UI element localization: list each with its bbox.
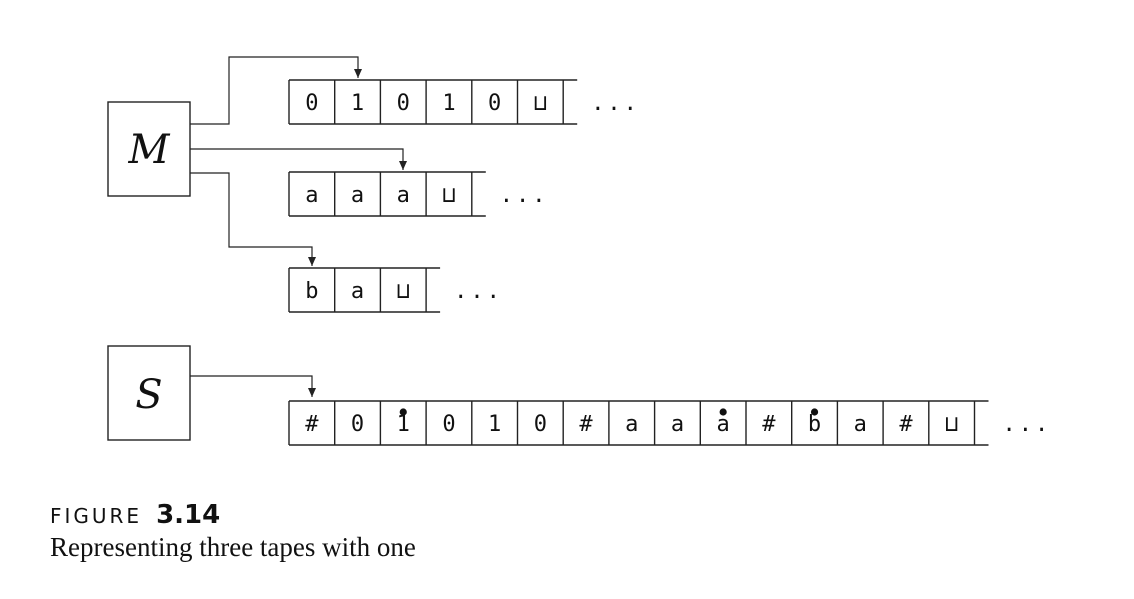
tape-cell-symbol: #: [762, 412, 776, 437]
tape-cell-symbol: a: [305, 183, 318, 208]
head-wire-tape-3: [190, 172, 316, 266]
tape-cell-symbol: a: [854, 412, 867, 437]
tape-cell-symbol: 0: [305, 91, 318, 116]
tape-cell-symbol: 1: [351, 91, 364, 116]
virtual-head-dot: [399, 408, 407, 416]
machine-s-box: [107, 345, 191, 441]
figure-caption-text: Representing three tapes with one: [50, 532, 416, 562]
tape-cell-symbol: a: [625, 412, 638, 437]
tape-cell-symbol: ⊔: [397, 279, 410, 304]
tape-cell-symbol: 1: [488, 412, 501, 437]
tape-cell-symbol: #: [579, 412, 593, 437]
tape-continuation-ellipsis: ...: [454, 279, 503, 304]
figure-caption: FIGURE 3.14 Representing three tapes wit…: [50, 500, 416, 563]
tape-cell-symbol: a: [351, 279, 364, 304]
tape-cell-symbol: ⊔: [442, 183, 455, 208]
tape-continuation-ellipsis: ...: [591, 91, 640, 116]
virtual-head-dot: [810, 408, 819, 416]
tape-cell-symbol: ⊔: [534, 91, 547, 116]
machine-m-label: M: [128, 127, 171, 173]
tape-cell-symbol: a: [397, 183, 410, 208]
tape-continuation-ellipsis: ...: [1003, 412, 1052, 437]
tape-cell-symbol: a: [717, 412, 730, 437]
tape-cell-symbol: a: [671, 412, 684, 437]
head-wire-tape-2: [190, 148, 407, 170]
tape-1: 0 1 0 1 0 ⊔...: [288, 79, 640, 125]
tape-2: a a a ⊔...: [288, 171, 549, 217]
virtual-head-dot: [719, 408, 727, 416]
tape-cell-symbol: 0: [488, 91, 501, 116]
tape-cell-symbol: #: [305, 412, 319, 437]
tape-cell-symbol: a: [351, 183, 364, 208]
tape-cell-symbol: #: [899, 412, 913, 437]
figure-number: 3.14: [156, 500, 221, 530]
tape-cell-symbol: 1: [442, 91, 455, 116]
tape-cell-symbol: 0: [534, 412, 547, 437]
tape-cell-symbol: ⊔: [945, 412, 958, 437]
machine-s-label: S: [135, 372, 162, 418]
figure-label: FIGURE: [50, 504, 143, 528]
tape-cell-symbol: b: [305, 279, 318, 304]
tape-cell-symbol: 1: [397, 412, 410, 437]
head-wire-tape-1: [190, 56, 362, 125]
machine-s: S: [107, 345, 191, 441]
head-wire-single-tape: [190, 375, 316, 397]
tape-cell-symbol: b: [808, 412, 821, 437]
tape-cell-symbol: 0: [442, 412, 455, 437]
machine-m: M: [107, 101, 191, 197]
tape-continuation-ellipsis: ...: [500, 183, 549, 208]
tape-cell-symbol: 0: [351, 412, 364, 437]
tape-cell-symbol: 0: [397, 91, 410, 116]
tape-3: b a ⊔...: [288, 267, 503, 313]
single-tape: #0 1 0 1 0 # a a a # b a # ⊔...: [288, 400, 1052, 446]
